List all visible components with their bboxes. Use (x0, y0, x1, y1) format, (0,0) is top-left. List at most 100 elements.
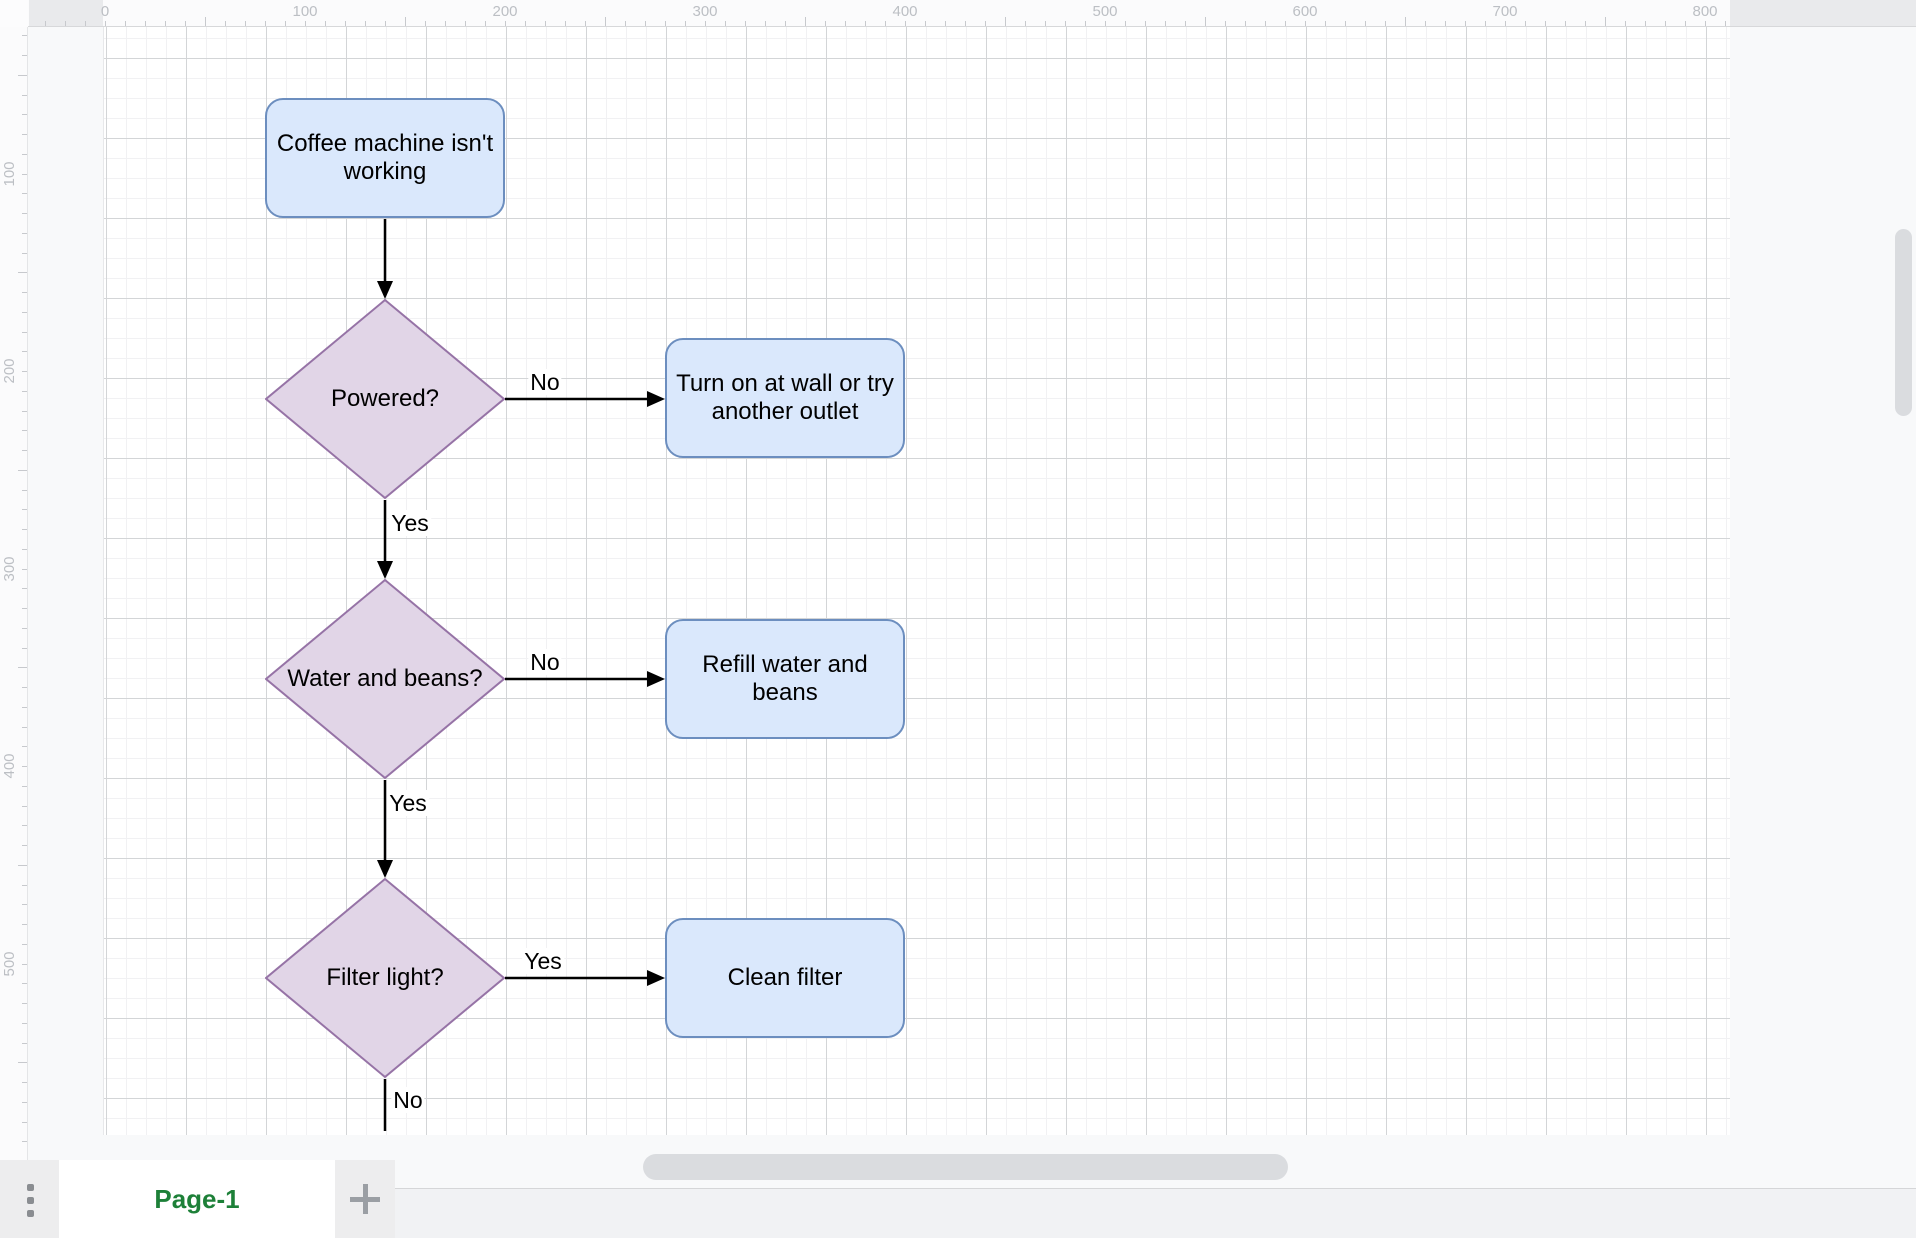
ruler-tick (1045, 21, 1046, 26)
ruler-tick (22, 608, 27, 609)
decision-node-filter[interactable]: Filter light? (265, 878, 505, 1078)
ruler-tick (22, 1122, 27, 1123)
ruler-tick (22, 154, 27, 155)
process-node-clean[interactable]: Clean filter (665, 918, 905, 1038)
ruler-tick (1365, 21, 1366, 26)
ruler-tick (22, 549, 27, 550)
ruler-tick (22, 213, 27, 214)
ruler-tick (645, 21, 646, 26)
ruler-tick (22, 648, 27, 649)
ruler-tick (565, 21, 566, 26)
decision-node-powered[interactable]: Powered? (265, 299, 505, 499)
process-node-refill[interactable]: Refill water and beans (665, 619, 905, 739)
ruler-tick (385, 21, 386, 26)
edge-label-filter-down[interactable]: No (391, 1087, 425, 1113)
diamond-shape (265, 299, 505, 499)
process-node-start[interactable]: Coffee machine isn't working (265, 98, 505, 218)
ruler-tick (1325, 21, 1326, 26)
ruler-tick (22, 509, 27, 510)
ruler-tick (22, 134, 27, 135)
ruler-tick (22, 588, 27, 589)
ruler-tick (785, 21, 786, 26)
node-label: Refill water and beans (702, 651, 868, 706)
ruler-tick (845, 21, 846, 26)
ruler-tick (22, 450, 27, 451)
ruler-tick (625, 21, 626, 26)
decision-node-water[interactable]: Water and beans? (265, 579, 505, 779)
ruler-tick (1185, 21, 1186, 26)
horizontal-scrollbar[interactable] (643, 1154, 1288, 1180)
ruler-tick (22, 904, 27, 905)
ruler-tick (365, 21, 366, 26)
ruler-tick (1605, 17, 1606, 26)
ruler-tick (22, 885, 27, 886)
ruler-tick (705, 21, 706, 26)
edge-label-water-refill[interactable]: No (528, 649, 562, 675)
ruler-tick (465, 21, 466, 26)
tab-page-1[interactable]: Page-1 (59, 1160, 335, 1238)
node-label: Filter light? (326, 964, 444, 991)
ruler-number: 400 (892, 3, 918, 20)
ruler-tick (545, 21, 546, 26)
ruler-tick (22, 687, 27, 688)
edge-label-water-filter[interactable]: Yes (387, 790, 429, 816)
ruler-tick (665, 21, 666, 26)
node-label: Powered? (330, 385, 440, 412)
ruler-corner (0, 0, 28, 27)
ruler-tick (1505, 21, 1506, 26)
ruler-tick (22, 312, 27, 313)
add-page-button[interactable] (335, 1160, 395, 1238)
ruler-tick (1405, 17, 1406, 26)
ruler-tick (125, 21, 126, 26)
edge-label-powered-turnon[interactable]: No (528, 369, 562, 395)
edge-label-powered-water[interactable]: Yes (389, 510, 431, 536)
ruler-number: 100 (1, 161, 18, 187)
vertical-dots-icon (26, 1196, 34, 1204)
ruler-tick (425, 21, 426, 26)
ruler-tick (1685, 21, 1686, 26)
ruler-tick (22, 174, 27, 175)
ruler-tick (605, 17, 606, 26)
ruler-tick (22, 1102, 27, 1103)
ruler-tick (22, 1043, 27, 1044)
ruler-tick (865, 21, 866, 26)
edge-label-filter-clean[interactable]: Yes (522, 948, 564, 974)
ruler-tick (945, 21, 946, 26)
process-node-turnon[interactable]: Turn on at wall or try another outlet (665, 338, 905, 458)
ruler-tick (745, 21, 746, 26)
vertical-dots-icon (26, 1209, 34, 1217)
ruler-tick (245, 21, 246, 26)
ruler-tick (445, 21, 446, 26)
ruler-tick (22, 707, 27, 708)
ruler-tick (18, 667, 27, 668)
ruler-tick (985, 21, 986, 26)
ruler-tick (22, 766, 27, 767)
pages-menu-button[interactable] (10, 1177, 50, 1223)
ruler-tick (22, 114, 27, 115)
vertical-scrollbar[interactable] (1895, 229, 1912, 416)
ruler-tick (165, 21, 166, 26)
ruler-number: 400 (1, 753, 18, 779)
ruler-tick (1485, 21, 1486, 26)
diamond-shape (265, 878, 505, 1078)
ruler-tick (1425, 21, 1426, 26)
ruler-tick (225, 21, 226, 26)
ruler-tick (22, 233, 27, 234)
node-label: Clean filter (727, 964, 843, 991)
ruler-number: 100 (292, 3, 318, 20)
ruler-number: 300 (692, 3, 718, 20)
ruler-tick (22, 569, 27, 570)
ruler-tick (305, 21, 306, 26)
ruler-tick (1725, 21, 1726, 26)
ruler-tick (18, 470, 27, 471)
ruler-tick (22, 332, 27, 333)
ruler-tick (1385, 21, 1386, 26)
ruler-tick (22, 490, 27, 491)
ruler-tick (285, 21, 286, 26)
ruler-tick (1645, 21, 1646, 26)
ruler-offpage-left (29, 0, 103, 26)
ruler-tick (1165, 21, 1166, 26)
ruler-tick (1305, 21, 1306, 26)
ruler-tick (1525, 21, 1526, 26)
